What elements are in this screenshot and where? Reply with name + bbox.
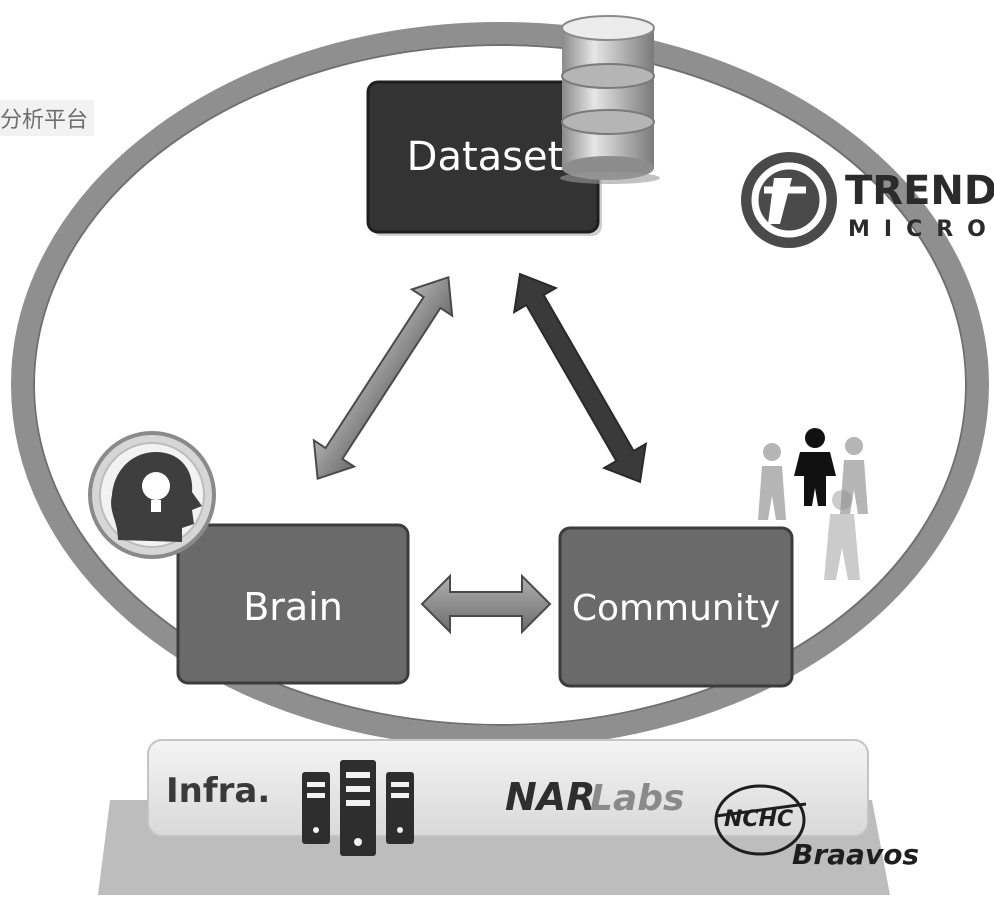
brain-node: Brain [176, 523, 410, 685]
trend-micro-logo-icon: TREND MICRO [741, 152, 994, 248]
community-node: Community [558, 526, 794, 688]
arrow-dataset-community [512, 272, 648, 484]
trend-micro-line1: TREND [845, 168, 994, 214]
arrow-dataset-brain [312, 276, 454, 480]
narlabs-labs: Labs [590, 778, 684, 819]
narlabs-nar: NAR [505, 775, 595, 819]
narlabs-logo: NAR Labs [505, 775, 684, 819]
brain-head-icon [88, 431, 216, 559]
corner-text: 分析平台 [0, 100, 95, 136]
trend-micro-line2: MICRO [848, 217, 994, 242]
nchc-text: NCHC [724, 807, 793, 832]
database-icon [560, 15, 660, 184]
arrow-brain-community [420, 573, 552, 635]
infra-label: Infra. [166, 771, 270, 811]
server-icon [302, 760, 414, 856]
people-circle-icon [758, 428, 868, 580]
ecosystem-ring-inner-edge [33, 44, 967, 726]
braavos-text: Braavos [792, 838, 919, 871]
dataset-label: Dataset [407, 134, 564, 180]
community-label: Community [572, 588, 780, 629]
nchc-braavos-logo: NCHC Braavos [714, 784, 919, 871]
dataset-node: Dataset [366, 80, 602, 236]
brain-label: Brain [243, 585, 343, 629]
